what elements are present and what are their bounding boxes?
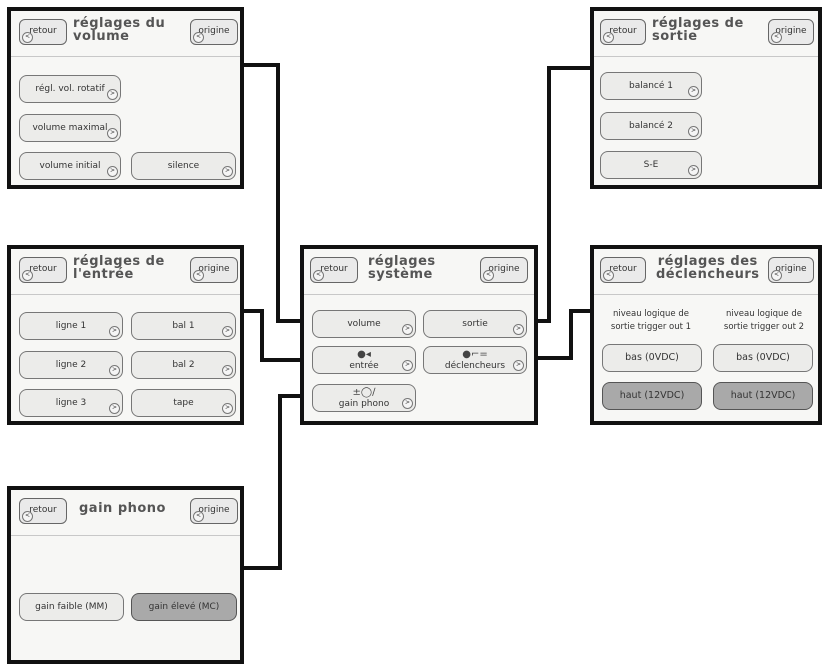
phono-icon: ±◯∕ — [352, 387, 376, 398]
back-button[interactable]: retour< — [600, 257, 646, 283]
trigger-1-low-button[interactable]: bas (0VDC) — [602, 344, 702, 372]
output-menu-button[interactable]: sortie> — [423, 310, 527, 338]
back-button[interactable]: retour< — [19, 257, 67, 283]
input-icon: ●◂ — [357, 349, 371, 360]
arrow-right-icon: > — [109, 365, 120, 376]
arrow-left-icon: < — [603, 32, 614, 43]
line-3-button[interactable]: ligne 3> — [19, 389, 123, 417]
arrow-left-icon: < — [193, 270, 204, 281]
mute-button[interactable]: silence> — [131, 152, 236, 180]
arrow-right-icon: > — [222, 166, 233, 177]
arrow-right-icon: > — [688, 86, 699, 97]
tape-button[interactable]: tape> — [131, 389, 236, 417]
bal-2-button[interactable]: bal 2> — [131, 351, 236, 379]
input-menu-button[interactable]: ●◂entrée> — [312, 346, 416, 374]
panel-title: gain phono — [79, 501, 166, 516]
arrow-right-icon: > — [688, 126, 699, 137]
arrow-left-icon: < — [22, 32, 33, 43]
connector-volume — [212, 60, 318, 323]
panel-phono-gain: retour< gain phono origine< gain faible … — [7, 486, 244, 664]
low-gain-mm-button[interactable]: gain faible (MM) — [19, 593, 124, 621]
back-button[interactable]: retour< — [19, 19, 67, 45]
home-button[interactable]: origine< — [768, 19, 814, 45]
arrow-right-icon: > — [688, 165, 699, 176]
trigger-icon: ●⌐= — [462, 349, 488, 360]
line-2-button[interactable]: ligne 2> — [19, 351, 123, 379]
arrow-left-icon: < — [193, 511, 204, 522]
arrow-left-icon: < — [483, 270, 494, 281]
arrow-right-icon: > — [402, 360, 413, 371]
arrow-left-icon: < — [771, 270, 782, 281]
arrow-right-icon: > — [513, 360, 524, 371]
arrow-right-icon: > — [107, 128, 118, 139]
arrow-right-icon: > — [402, 398, 413, 409]
initial-volume-button[interactable]: volume initial> — [19, 152, 121, 180]
arrow-right-icon: > — [107, 166, 118, 177]
rotary-volume-button[interactable]: régl. vol. rotatif> — [19, 75, 121, 103]
arrow-left-icon: < — [22, 511, 33, 522]
trigger-2-low-button[interactable]: bas (0VDC) — [713, 344, 813, 372]
balanced-2-button[interactable]: balancé 2> — [600, 112, 702, 140]
back-button[interactable]: retour< — [19, 498, 67, 524]
arrow-left-icon: < — [193, 32, 204, 43]
arrow-right-icon: > — [222, 403, 233, 414]
triggers-menu-button[interactable]: ●⌐=déclencheurs> — [423, 346, 527, 374]
home-button[interactable]: origine< — [190, 498, 238, 524]
max-volume-button[interactable]: volume maximal> — [19, 114, 121, 142]
balanced-1-button[interactable]: balancé 1> — [600, 72, 702, 100]
arrow-left-icon: < — [603, 270, 614, 281]
arrow-left-icon: < — [22, 270, 33, 281]
arrow-right-icon: > — [513, 324, 524, 335]
arrow-right-icon: > — [222, 365, 233, 376]
home-button[interactable]: origine< — [190, 19, 238, 45]
arrow-right-icon: > — [402, 324, 413, 335]
home-button[interactable]: origine< — [190, 257, 238, 283]
single-ended-button[interactable]: S-E> — [600, 151, 702, 179]
phono-gain-menu-button[interactable]: ±◯∕gain phono> — [312, 384, 416, 412]
trigger-2-high-button[interactable]: haut (12VDC) — [713, 382, 813, 410]
arrow-right-icon: > — [109, 403, 120, 414]
arrow-right-icon: > — [109, 326, 120, 337]
back-button[interactable]: retour< — [310, 257, 358, 283]
trigger-1-high-button[interactable]: haut (12VDC) — [602, 382, 702, 410]
arrow-left-icon: < — [313, 270, 324, 281]
high-gain-mc-button[interactable]: gain élevé (MC) — [131, 593, 237, 621]
line-1-button[interactable]: ligne 1> — [19, 312, 123, 340]
arrow-left-icon: < — [771, 32, 782, 43]
home-button[interactable]: origine< — [768, 257, 814, 283]
back-button[interactable]: retour< — [600, 19, 646, 45]
arrow-right-icon: > — [107, 89, 118, 100]
arrow-right-icon: > — [222, 326, 233, 337]
bal-1-button[interactable]: bal 1> — [131, 312, 236, 340]
home-button[interactable]: origine< — [480, 257, 528, 283]
panel-header: retour< gain phono origine< — [11, 490, 240, 536]
volume-menu-button[interactable]: volume> — [312, 310, 416, 338]
